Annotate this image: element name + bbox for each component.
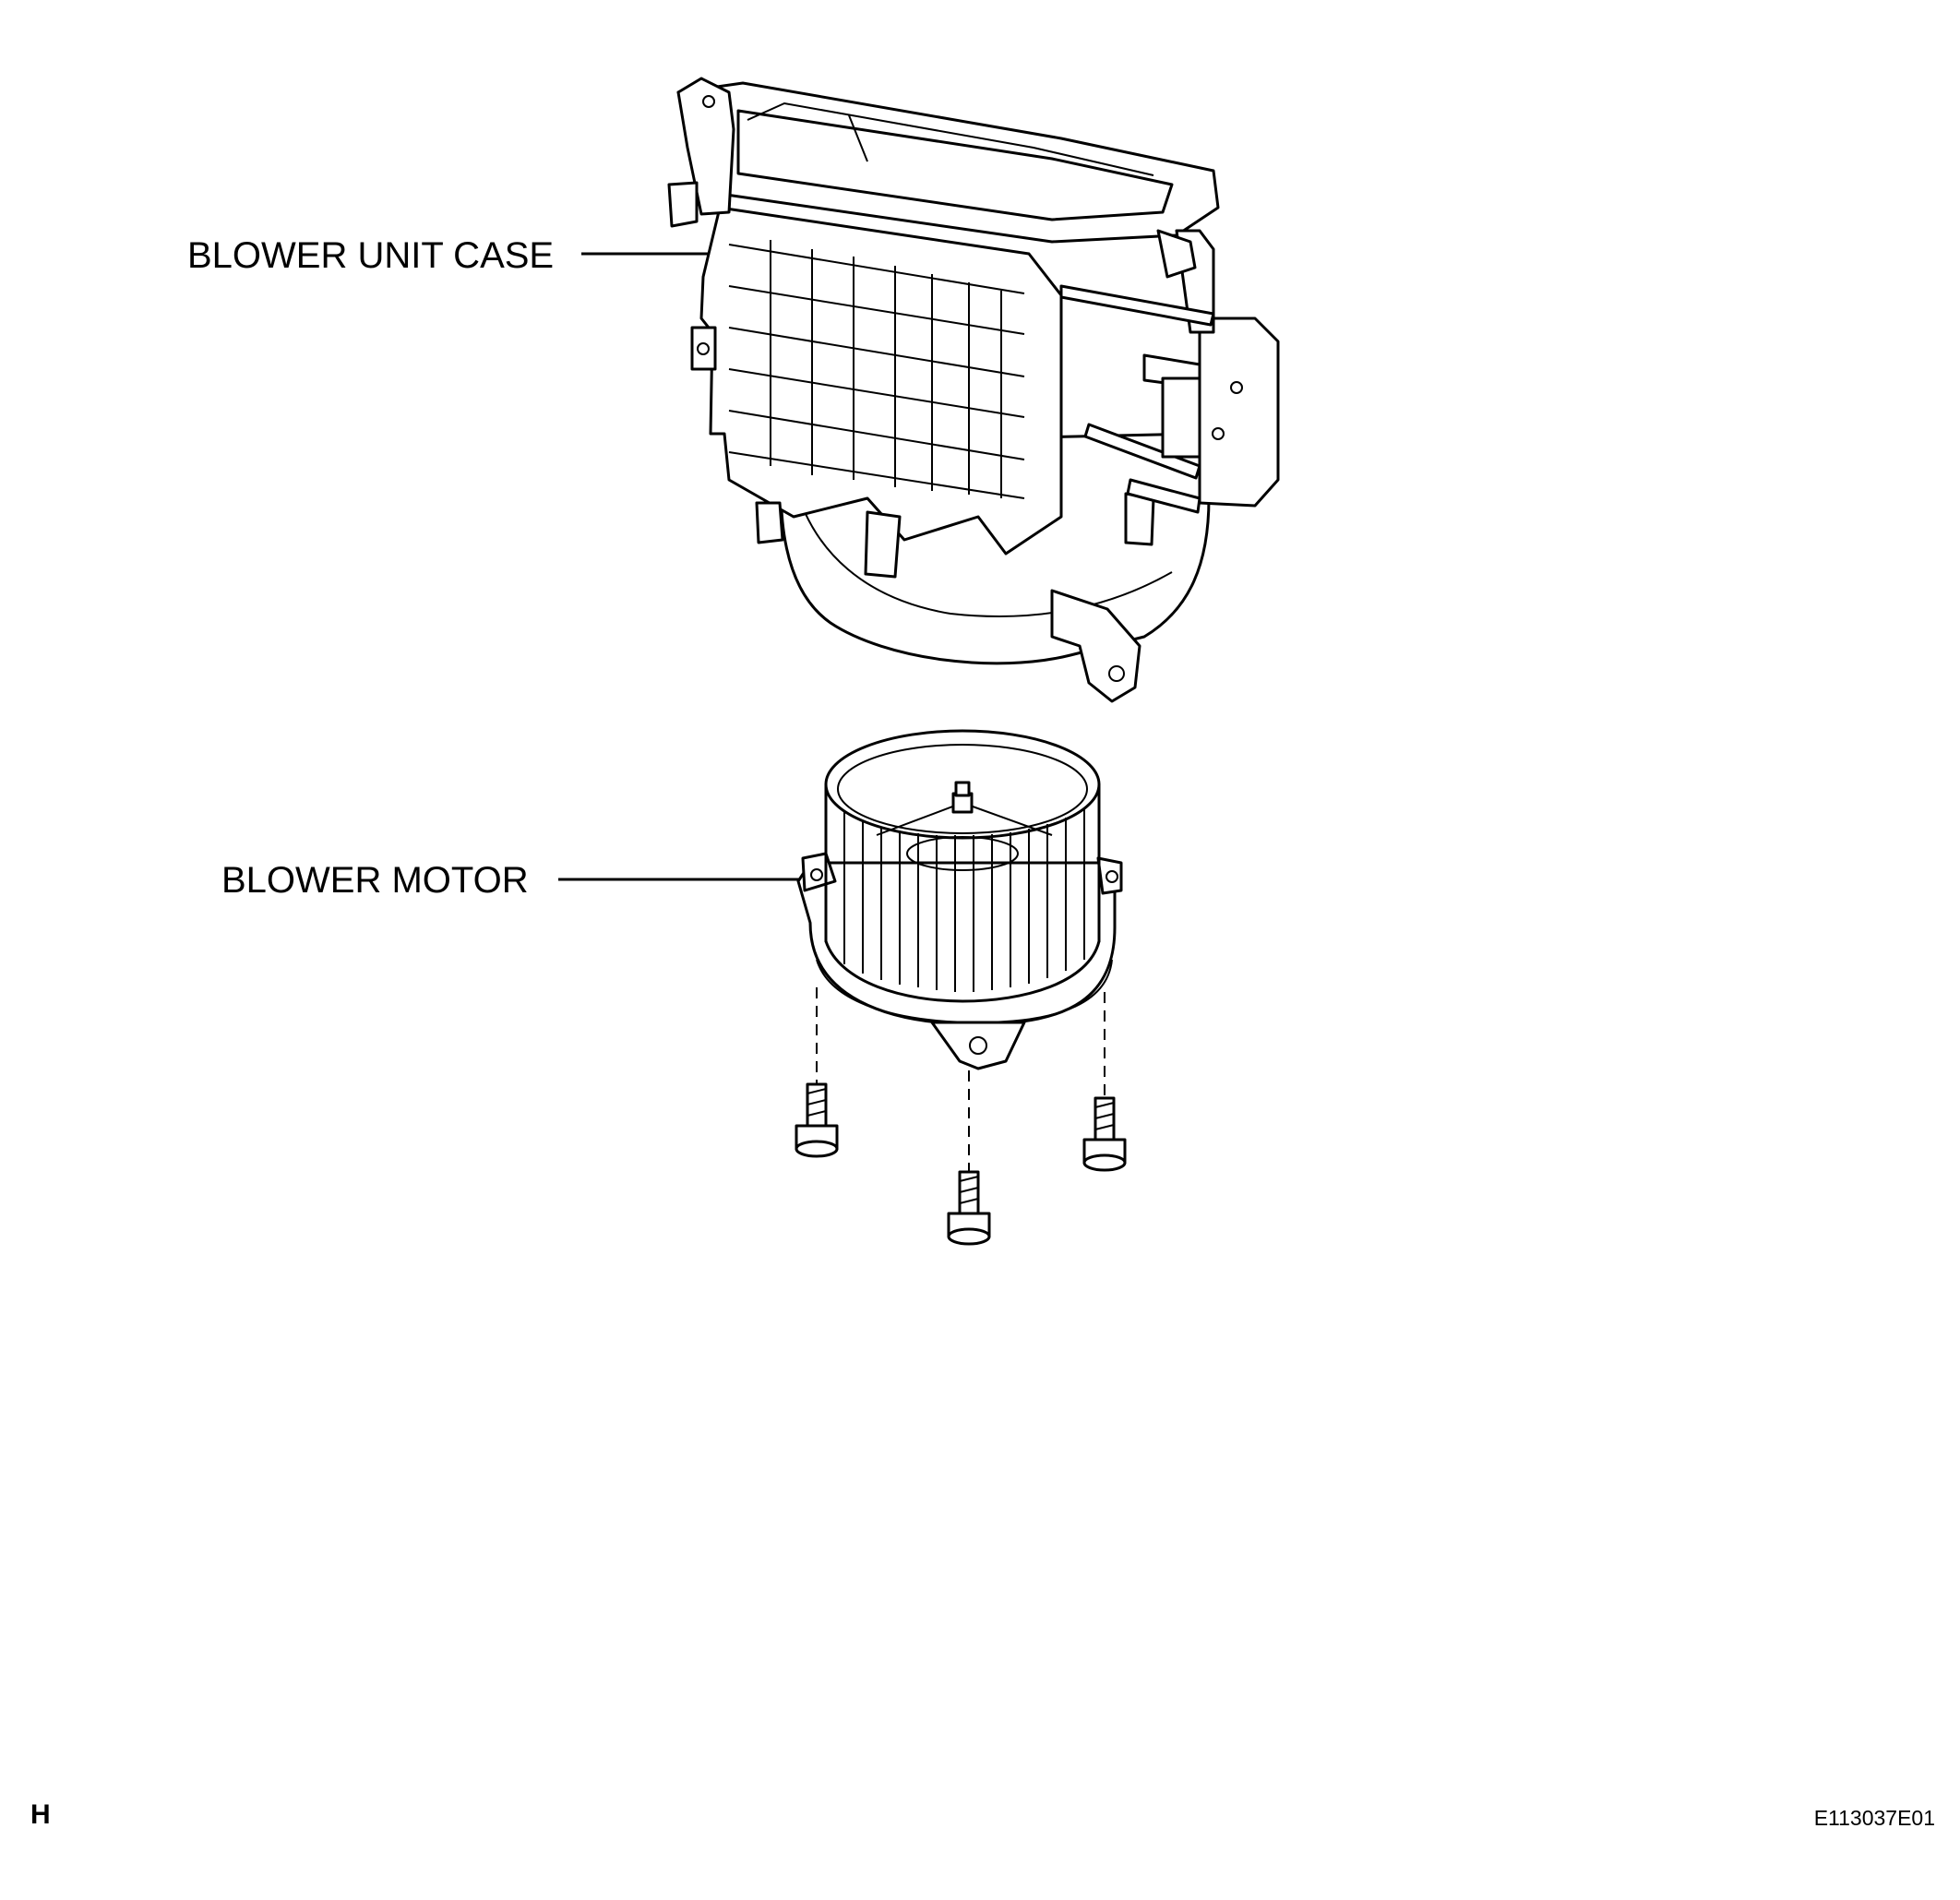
blower-motor bbox=[796, 729, 1123, 1070]
corner-letter: H bbox=[30, 1799, 51, 1830]
screw-right bbox=[1082, 1096, 1127, 1172]
fan-blades bbox=[843, 809, 1085, 992]
label-blower-unit-case: BLOWER UNIT CASE bbox=[187, 235, 554, 276]
figure-id: E113037E01 bbox=[1813, 1806, 1935, 1830]
screw-center bbox=[947, 1170, 991, 1246]
case-grille bbox=[728, 240, 1025, 499]
screw-left bbox=[795, 1082, 839, 1158]
screw-assembly bbox=[795, 987, 1127, 1246]
blower-unit-case bbox=[667, 77, 1280, 703]
label-blower-motor: BLOWER MOTOR bbox=[221, 860, 529, 901]
